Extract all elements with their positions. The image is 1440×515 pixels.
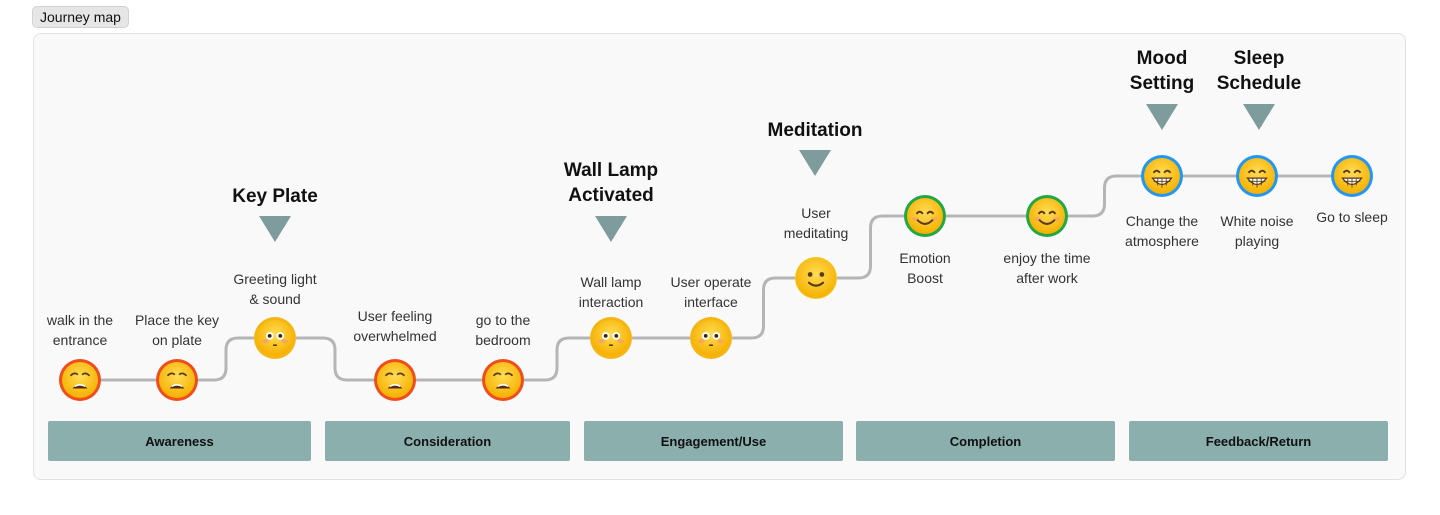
milestone-arrow-icon [1146,104,1178,130]
emoji-face [907,198,943,234]
flushed-face-icon [254,317,296,359]
milestone-arrow-icon [595,216,627,242]
grinning-face-icon [1236,155,1278,197]
emoji-face [485,362,521,398]
journey-connector [1067,174,1142,218]
journey-connector [836,214,905,280]
phase-consideration: Consideration [325,421,570,461]
journey-connector [731,276,796,340]
emoji-face [377,362,413,398]
step-label: walk in the entrance [46,312,114,348]
emoji-face [693,320,729,356]
milestone-sleep-schedule: Sleep Schedule [1216,48,1302,94]
flushed-face-icon [590,317,632,359]
emoji-face [1144,158,1180,194]
weary-face-icon [374,359,416,401]
milestone-key-plate: Key Plate [232,186,318,207]
phase-feedback-return: Feedback/Return [1129,421,1388,461]
step-label: User meditating [783,205,849,241]
step-label: User operate interface [670,274,752,310]
emoji-face [257,320,293,356]
smiling-face-icon [904,195,946,237]
slightly-smiling-face-icon [795,257,837,299]
phase-engagement-use: Engagement/Use [584,421,843,461]
phase-completion: Completion [856,421,1115,461]
step-label: User feeling overwhelmed [353,308,437,344]
weary-face-icon [156,359,198,401]
milestone-mood-setting: Mood Setting [1129,48,1195,94]
journey-connector [523,336,591,382]
phase-awareness: Awareness [48,421,311,461]
emoji-face [62,362,98,398]
emoji-face [796,258,836,298]
milestone-arrow-icon [259,216,291,242]
step-label: Wall lamp interaction [578,274,644,310]
step-label: White noise playing [1220,213,1294,249]
milestone-arrow-icon [799,150,831,176]
milestone-wall-lamp: Wall Lamp Activated [563,160,659,206]
emoji-face [1029,198,1065,234]
flushed-face-icon [690,317,732,359]
step-label: Place the key on plate [134,312,220,348]
smiling-face-icon [1026,195,1068,237]
milestone-arrow-icon [1243,104,1275,130]
emoji-face [593,320,629,356]
journey-map-tag: Journey map [32,6,129,28]
grinning-face-icon [1141,155,1183,197]
weary-face-icon [482,359,524,401]
step-label: Change the atmosphere [1125,213,1199,249]
weary-face-icon [59,359,101,401]
step-label: Emotion Boost [899,250,951,286]
emoji-face [159,362,195,398]
step-label: enjoy the time after work [1003,250,1091,286]
step-label: Greeting light & sound [233,271,317,307]
milestone-meditation: Meditation [767,120,863,141]
grinning-face-icon [1331,155,1373,197]
journey-connector [295,336,375,382]
emoji-face [1334,158,1370,194]
journey-connector [197,336,255,382]
step-label: go to the bedroom [475,312,531,348]
emoji-face [1239,158,1275,194]
step-label: Go to sleep [1316,209,1388,225]
